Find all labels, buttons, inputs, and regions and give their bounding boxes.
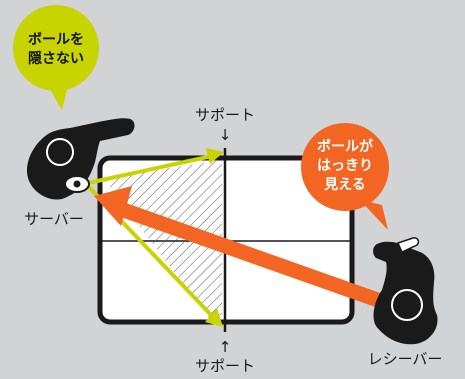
server-player: [26, 118, 135, 200]
server-body: [26, 118, 135, 200]
sightline-arrowhead: [94, 186, 132, 226]
ball-icon: [73, 180, 81, 188]
ball-visible-line3: 見える: [323, 177, 366, 193]
hide-ball-line1: ボールを: [28, 32, 84, 48]
serve-arrowhead-bottom: [205, 308, 223, 327]
receiver-paddle-hand: [396, 237, 420, 254]
ball-visible-bubble: ボールが はっきり 見える: [301, 123, 389, 230]
support-bottom-arrow: ↑: [219, 338, 232, 356]
server-label: サーバー: [24, 210, 84, 228]
support-top-label: サポート: [195, 106, 255, 124]
receiver-head: [391, 289, 423, 321]
receiver-label: レシーバー: [368, 350, 443, 368]
ball-visible-line2: はっきり: [317, 158, 373, 174]
hide-ball-line2: 隠さない: [28, 50, 84, 67]
receiver-player: [373, 237, 438, 345]
serve-line-top: [87, 154, 213, 185]
hide-ball-bubble-tail: [48, 86, 68, 110]
sightline-arrow: [94, 186, 400, 314]
sightline-shaft: [121, 203, 400, 314]
receiver-body: [373, 241, 438, 345]
ball-visible-bubble-circle: [301, 123, 389, 211]
serve-arrowhead-top: [206, 148, 224, 164]
ball-visible-bubble-tail: [360, 200, 388, 230]
support-top-arrow: ↓: [219, 126, 232, 144]
support-bottom-label: サポート: [195, 357, 255, 375]
ball-visible-line1: ボールが: [317, 138, 374, 155]
hide-ball-bubble-circle: [13, 5, 99, 91]
hatched-zone: [103, 160, 222, 322]
hide-ball-bubble: ボールを 隠さない: [13, 5, 99, 110]
server-head: [46, 138, 74, 166]
